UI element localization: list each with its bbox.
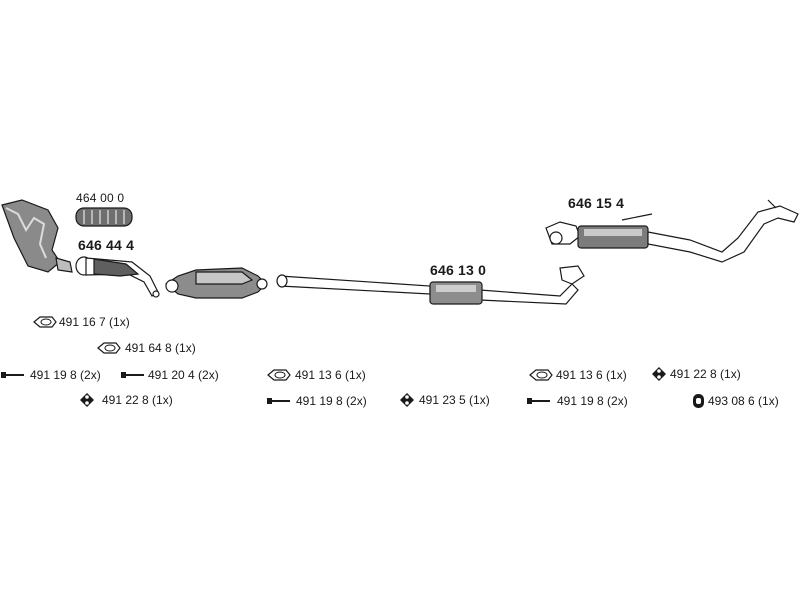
middle-silencer [429,281,483,305]
accessory-label: 491 19 8 (2x) [557,394,628,408]
accessory-item: 491 13 6 (1x) [266,368,366,382]
rubber-hanger-icon [652,367,666,381]
accessory-item: 491 19 8 (2x) [526,394,628,408]
gasket-ring-icon [33,316,57,328]
rubber-hanger-icon [400,393,414,407]
catalytic-converter [164,267,268,299]
rubber-hanger-icon [80,393,94,407]
flex-pipe [75,207,133,227]
clamp-ring-icon [693,394,704,408]
accessory-label: 491 16 7 (1x) [59,315,130,329]
front-pipe-label: 646 44 4 [78,237,135,253]
rear-silencer [545,199,799,263]
gasket-ring-icon [97,342,121,354]
accessory-item: 491 19 8 (2x) [266,394,367,408]
front-pipe [75,256,160,298]
bolt-icon [267,398,290,404]
middle-pipe [276,265,585,305]
accessory-item: 491 19 8 (2x) [0,368,101,382]
accessory-label: 491 23 5 (1x) [419,393,490,407]
bolt-icon [1,372,24,378]
accessory-label: 491 19 8 (2x) [30,368,101,382]
accessory-label: 491 19 8 (2x) [296,394,367,408]
exhaust-manifold [1,199,73,273]
accessory-item: 491 16 7 (1x) [32,315,130,329]
accessory-label: 493 08 6 (1x) [708,394,779,408]
gasket-ring-icon [529,369,553,381]
accessory-item: 491 23 5 (1x) [398,393,490,407]
accessory-label: 491 64 8 (1x) [125,341,196,355]
rear-silencer-label: 646 15 4 [568,195,625,211]
accessory-item: 493 08 6 (1x) [692,394,779,408]
accessory-item: 491 13 6 (1x) [528,368,627,382]
flex-pipe-label: 464 00 0 [76,191,125,205]
gasket-ring-icon [267,369,291,381]
accessory-label: 491 22 8 (1x) [670,367,741,381]
bolt-icon [121,372,144,378]
accessory-label: 491 13 6 (1x) [556,368,627,382]
accessory-item: 491 20 4 (2x) [120,368,219,382]
accessory-item: 491 22 8 (1x) [78,393,173,407]
middle-silencer-label: 646 13 0 [430,262,487,278]
accessory-item: 491 64 8 (1x) [96,341,196,355]
accessory-label: 491 13 6 (1x) [295,368,366,382]
accessory-item: 491 22 8 (1x) [650,367,741,381]
accessory-label: 491 20 4 (2x) [148,368,219,382]
bolt-icon [527,398,550,404]
accessory-label: 491 22 8 (1x) [102,393,173,407]
